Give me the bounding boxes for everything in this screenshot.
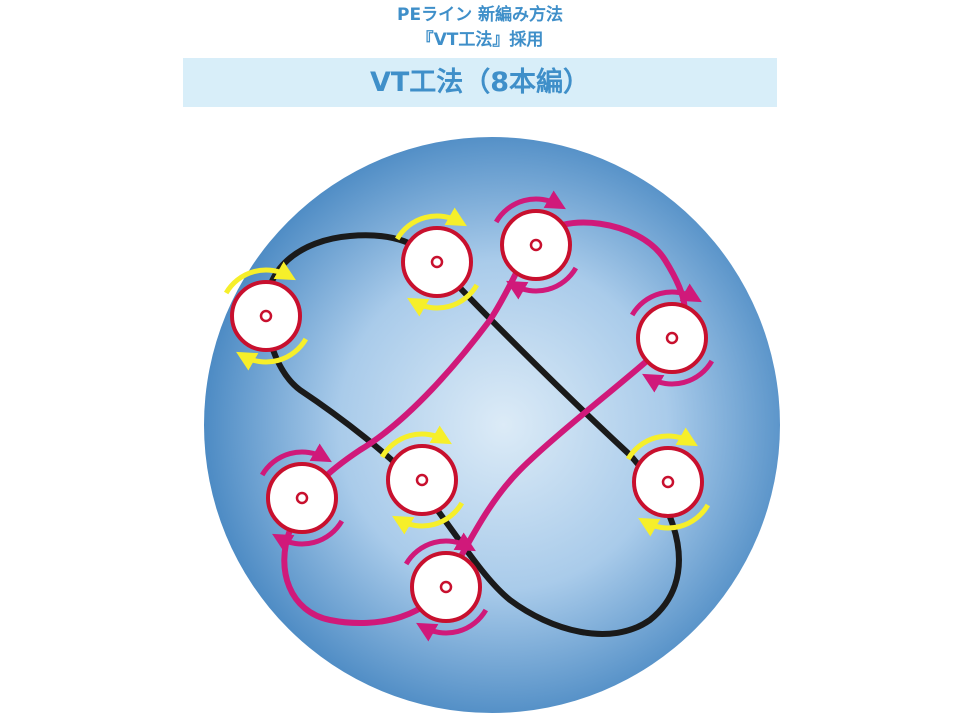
rotation-arrow-icon [416, 608, 489, 642]
rotation-arrow-icon [403, 532, 476, 566]
rotation-arrow-icon [223, 261, 296, 295]
rotation-arrow-icon [392, 501, 465, 535]
spool-2 [394, 207, 480, 317]
rotation-arrow-icon [379, 425, 452, 459]
rotation-arrow-icon [394, 207, 467, 241]
heading-line-2: 『VT工法』採用 [416, 30, 544, 50]
spool-7 [625, 427, 711, 537]
rotation-arrow-icon [407, 283, 480, 317]
rotation-arrow-icon [493, 190, 566, 224]
black-strand [264, 232, 682, 637]
spool-hub-icon [665, 331, 679, 345]
spool-8 [403, 532, 489, 642]
spool-hub-icon [259, 309, 273, 323]
spool-4 [629, 283, 715, 393]
spool-hub-icon [430, 255, 444, 269]
rotation-arrow-icon [629, 283, 702, 317]
title-banner: VT工法（8本編） [183, 58, 777, 107]
spool-5 [259, 443, 345, 553]
spool-hub-icon [295, 491, 309, 505]
rotation-arrow-icon [259, 443, 332, 477]
spool-3 [493, 190, 579, 300]
spool-6 [379, 425, 465, 535]
rotation-arrow-icon [506, 266, 579, 300]
rotation-arrow-icon [638, 503, 711, 537]
spool-hub-icon [661, 475, 675, 489]
spool-hub-icon [439, 580, 453, 594]
spool-hub-icon [529, 238, 543, 252]
base-disc [204, 137, 780, 713]
spool-hub-icon [415, 473, 429, 487]
rotation-arrow-icon [642, 359, 715, 393]
rotation-arrow-icon [272, 519, 345, 553]
heading-line-1: PEライン 新編み方法 [397, 5, 563, 25]
rotation-arrow-icon [625, 427, 698, 461]
spool-1 [223, 261, 309, 371]
carrier-spools [223, 190, 715, 642]
rotation-arrow-icon [236, 337, 309, 371]
